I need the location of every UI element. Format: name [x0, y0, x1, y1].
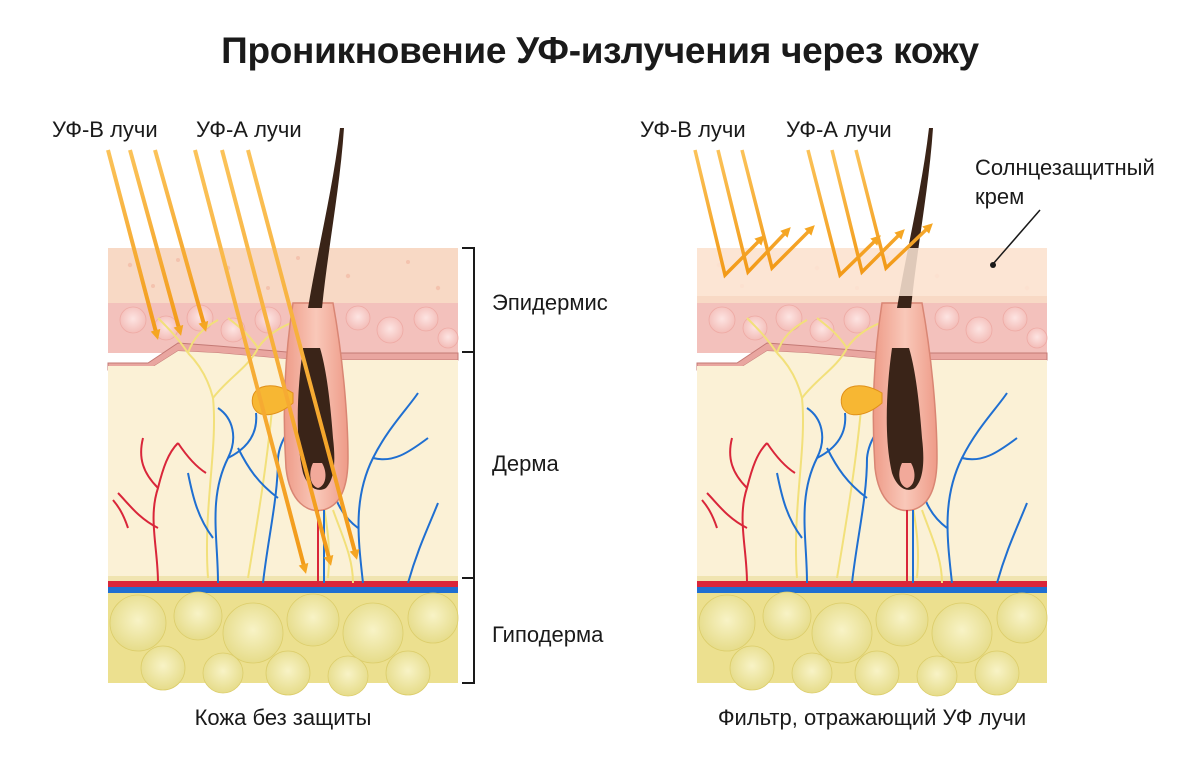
left-caption: Кожа без защиты	[194, 705, 372, 730]
hypodermis-label: Гиподерма	[492, 622, 604, 647]
epidermis-label: Эпидермис	[492, 290, 608, 315]
right-caption: Фильтр, отражающий УФ лучи	[717, 705, 1027, 730]
left-skin-diagram	[106, 127, 475, 697]
sunscreen-pointer	[992, 209, 1041, 265]
sunscreen-layer	[697, 248, 1047, 296]
page-title: Проникновение УФ-излучения через кожу	[221, 30, 979, 71]
sunscreen-label-line2: крем	[975, 184, 1025, 209]
left-uva-label: УФ-А лучи	[196, 117, 302, 142]
right-uva-label: УФ-А лучи	[786, 117, 892, 142]
uvb-rays-right	[693, 149, 815, 279]
sunscreen-label-line1: Солнцезащитный	[975, 155, 1155, 180]
right-uvb-label: УФ-В лучи	[640, 117, 746, 142]
uva-rays-right	[806, 149, 933, 279]
layer-bracket	[462, 247, 475, 684]
left-uvb-label: УФ-В лучи	[52, 117, 158, 142]
uvb-rays-left	[106, 149, 209, 340]
right-skin-diagram	[693, 127, 1048, 697]
dermis-label: Дерма	[492, 451, 559, 476]
uva-rays-left	[193, 149, 360, 574]
